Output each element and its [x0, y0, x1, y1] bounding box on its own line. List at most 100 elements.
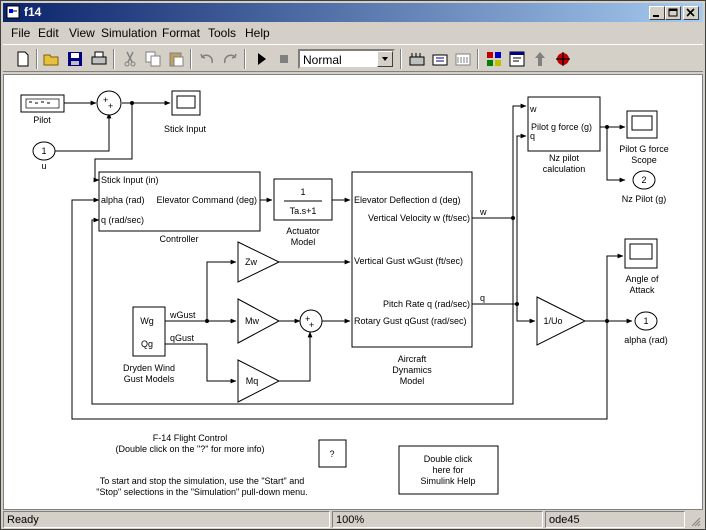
- info-subtitle: (Double click on the "?" for more info): [116, 444, 265, 454]
- simulation-mode-select[interactable]: Normal: [298, 49, 395, 69]
- info-start-stop-1: To start and stop the simulation, use th…: [100, 476, 305, 486]
- undo-icon[interactable]: [197, 49, 217, 69]
- stop-icon[interactable]: [274, 49, 294, 69]
- outport-alpha-number: 1: [643, 316, 648, 326]
- stick-input-scope[interactable]: Stick Input: [164, 90, 207, 134]
- aircraft-name-3: Model: [400, 376, 425, 386]
- inport-u-label: u: [41, 161, 46, 171]
- outport-nz-label: Nz Pilot (g): [622, 194, 667, 204]
- minimize-button[interactable]: [649, 6, 665, 20]
- new-icon[interactable]: [13, 49, 33, 69]
- toolbar-separator: [190, 49, 192, 69]
- help-question-block[interactable]: ?: [318, 439, 347, 468]
- menu-edit[interactable]: Edit: [38, 26, 59, 40]
- update-icon[interactable]: [430, 49, 450, 69]
- paste-icon[interactable]: [166, 49, 186, 69]
- gain-zw-label: Zw: [245, 257, 257, 267]
- simulink-help-line-2: here for: [432, 465, 463, 475]
- aoa-scope-label-2: Attack: [629, 285, 655, 295]
- help-question-mark: ?: [329, 449, 334, 459]
- aircraft-name-2: Dynamics: [392, 365, 432, 375]
- menu-simulation[interactable]: Simulation: [101, 26, 158, 40]
- svg-text:+: +: [305, 314, 310, 324]
- status-solver: ode45: [545, 511, 685, 528]
- menu-format[interactable]: Format: [162, 26, 201, 40]
- go-to-parent-icon[interactable]: [530, 49, 550, 69]
- block-diagram: Pilot 1 u ++ Stick Input Stick Input (in…: [20, 90, 669, 497]
- aoa-scope-label-1: Angle of: [625, 274, 659, 284]
- aircraft-out-q: Pitch Rate q (rad/sec): [383, 299, 470, 309]
- gain-uo-label: 1/Uo: [543, 316, 562, 326]
- build-icon[interactable]: [407, 49, 427, 69]
- toolbar-separator: [113, 49, 115, 69]
- close-button[interactable]: [683, 6, 699, 20]
- resize-grip-icon[interactable]: [689, 515, 701, 527]
- status-zoom: 100%: [332, 511, 543, 528]
- maximize-button[interactable]: [665, 6, 681, 20]
- actuator-block[interactable]: 1 Ta.s+1 Actuator Model: [273, 178, 333, 247]
- svg-text:+: +: [108, 101, 113, 111]
- pilot-block[interactable]: Pilot: [20, 94, 65, 125]
- inport-u-number: 1: [41, 146, 46, 156]
- copy-icon[interactable]: [143, 49, 163, 69]
- nz-out-pilot-g: Pilot g force (g): [531, 122, 592, 132]
- print-icon[interactable]: [89, 49, 109, 69]
- menu-tools[interactable]: Tools: [208, 26, 237, 40]
- gain-zw-block[interactable]: Zw: [237, 241, 281, 283]
- svg-text:+: +: [309, 320, 314, 330]
- gain-mq-block[interactable]: Mq: [237, 359, 281, 403]
- dryden-name-1: Dryden Wind: [123, 363, 175, 373]
- aircraft-dynamics-block[interactable]: Elevator Deflection d (deg) Vertical Vel…: [351, 171, 473, 386]
- menu-view[interactable]: View: [69, 26, 95, 40]
- cut-icon[interactable]: [120, 49, 140, 69]
- outport-nz-pilot[interactable]: 2 Nz Pilot (g): [622, 170, 667, 204]
- controller-in-alpha: alpha (rad): [101, 195, 145, 205]
- model-canvas[interactable]: Pilot 1 u ++ Stick Input Stick Input (in…: [3, 74, 703, 510]
- simulink-help-block[interactable]: Double click here for Simulink Help: [398, 445, 499, 495]
- controller-block[interactable]: Stick Input (in) alpha (rad) q (rad/sec)…: [98, 171, 261, 244]
- signal-w-label: w: [479, 207, 487, 217]
- actuator-denominator: Ta.s+1: [290, 206, 317, 216]
- info-text: F-14 Flight Control (Double click on the…: [96, 433, 307, 497]
- open-icon[interactable]: [42, 49, 62, 69]
- debug-icon[interactable]: [553, 49, 573, 69]
- actuator-name-1: Actuator: [286, 226, 320, 236]
- library-block-icon[interactable]: [453, 49, 473, 69]
- inport-u[interactable]: 1 u: [32, 141, 56, 171]
- dryden-gust-block[interactable]: Wg Qg Dryden Wind Gust Models: [123, 306, 175, 384]
- gain-mw-block[interactable]: Mw: [237, 298, 281, 344]
- gain-1-uo-block[interactable]: 1/Uo: [536, 296, 587, 346]
- outport-alpha[interactable]: 1 alpha (rad): [624, 311, 668, 345]
- menu-file[interactable]: File: [11, 26, 31, 40]
- pilot-g-force-scope[interactable]: Pilot G force Scope: [619, 110, 669, 165]
- chevron-down-icon[interactable]: [377, 51, 393, 67]
- g-force-scope-label-1: Pilot G force: [619, 144, 669, 154]
- aircraft-out-w: Vertical Velocity w (ft/sec): [368, 213, 470, 223]
- redo-icon[interactable]: [220, 49, 240, 69]
- nz-in-q: q: [530, 131, 535, 141]
- nz-name-1: Nz pilot: [549, 153, 580, 163]
- svg-text:+: +: [103, 95, 108, 105]
- angle-of-attack-scope[interactable]: Angle of Attack: [624, 238, 659, 295]
- nz-pilot-block[interactable]: w Pilot g force (g) q Nz pilot calculati…: [527, 96, 601, 174]
- outport-nz-number: 2: [641, 175, 646, 185]
- start-icon[interactable]: [251, 49, 271, 69]
- signal-lines: [55, 100, 633, 420]
- menu-help[interactable]: Help: [245, 26, 270, 40]
- stick-sum-block[interactable]: ++: [96, 90, 122, 116]
- signal-q-label: q: [480, 293, 485, 303]
- library-browser-icon[interactable]: [484, 49, 504, 69]
- gain-mq-label: Mq: [246, 376, 259, 386]
- info-title: F-14 Flight Control: [153, 433, 228, 443]
- outport-alpha-label: alpha (rad): [624, 335, 668, 345]
- status-message: Ready: [3, 511, 330, 528]
- gust-sum-block[interactable]: ++: [299, 309, 323, 333]
- simulink-help-line-3: Simulink Help: [420, 476, 475, 486]
- dryden-name-2: Gust Models: [124, 374, 175, 384]
- menu-bar: File Edit View Simulation Format Tools H…: [3, 23, 703, 42]
- save-icon[interactable]: [65, 49, 85, 69]
- model-explorer-icon[interactable]: [507, 49, 527, 69]
- toolbar-separator: [244, 49, 246, 69]
- title-bar: f14: [3, 3, 703, 22]
